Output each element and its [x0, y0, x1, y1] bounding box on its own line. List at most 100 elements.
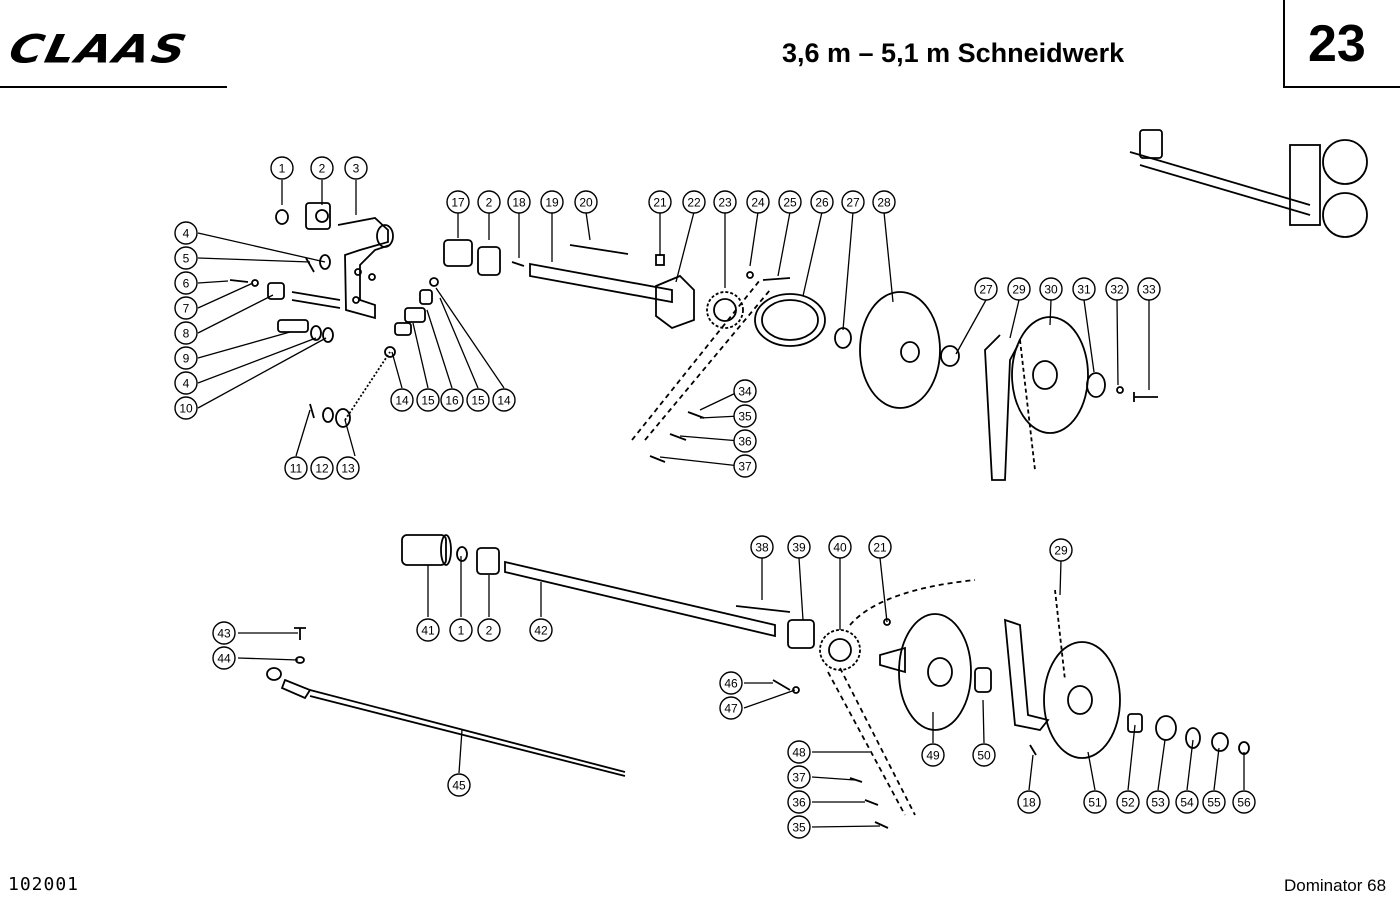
part-3-lever: [337, 217, 391, 320]
part-callout-18: 18: [507, 190, 531, 214]
part-callout-label: 7: [183, 302, 190, 316]
part-callout-17: 17: [446, 190, 470, 214]
part-callout-15: 15: [466, 388, 490, 412]
part-1b-ring: [456, 546, 468, 562]
part-callout-55: 55: [1202, 790, 1226, 814]
part-callout-label: 12: [315, 462, 329, 476]
part-18b-pin: [1029, 744, 1037, 756]
part-callout-35: 35: [787, 815, 811, 839]
part-callout-30: 30: [1039, 277, 1063, 301]
part-callout-14: 14: [492, 388, 516, 412]
part-callout-26: 26: [810, 190, 834, 214]
part-callout-11: 11: [284, 456, 308, 480]
part-callout-50: 50: [972, 743, 996, 767]
part-callout-label: 53: [1151, 796, 1165, 810]
part-callout-label: 37: [738, 460, 752, 474]
part-callout-label: 38: [755, 541, 769, 555]
part-callout-label: 41: [421, 624, 435, 638]
part-callout-label: 17: [451, 196, 465, 210]
part-callout-25: 25: [778, 190, 802, 214]
part-callout-label: 19: [545, 196, 559, 210]
part-callout-label: 14: [497, 394, 511, 408]
part-21b-screw: [883, 618, 891, 626]
part-callout-label: 24: [751, 196, 765, 210]
part-callout-2: 2: [310, 156, 334, 180]
part-31-washer: [1086, 372, 1106, 398]
part-callout-46: 46: [719, 671, 743, 695]
part-callout-label: 36: [792, 796, 806, 810]
part-callout-45: 45: [447, 773, 471, 797]
part-13-rod: [344, 351, 391, 421]
part-callout-15: 15: [416, 388, 440, 412]
part-callout-12: 12: [310, 456, 334, 480]
part-16-pin: [404, 307, 426, 323]
page-number-divider: [1283, 0, 1285, 87]
part-14-nut: [384, 346, 396, 358]
part-callout-37: 37: [733, 454, 757, 478]
part-45-eye: [266, 667, 282, 681]
part-callout-24: 24: [746, 190, 770, 214]
part-callout-label: 9: [183, 352, 190, 366]
part-52-bushing: [1127, 713, 1143, 733]
part-callout-14: 14: [390, 388, 414, 412]
part-18-pin: [511, 261, 525, 267]
part-callout-label: 2: [486, 624, 493, 638]
part-49-disc: [898, 613, 972, 731]
part-54-ring: [1185, 727, 1201, 749]
part-38-key: [735, 605, 791, 613]
part-49-hub: [879, 646, 906, 674]
part-17-housing: [443, 239, 473, 267]
part-callout-36: 36: [787, 790, 811, 814]
part-callout-label: 28: [877, 196, 891, 210]
part-callout-label: 29: [1012, 283, 1026, 297]
part-drawings: [229, 129, 1368, 829]
part-23-sprocket: [706, 291, 744, 329]
part-callout-label: 11: [290, 462, 303, 476]
part-callout-19: 19: [540, 190, 564, 214]
part-callout-label: 52: [1121, 796, 1135, 810]
part-callout-51: 51: [1083, 790, 1107, 814]
part-callout-36: 36: [733, 429, 757, 453]
part-callout-31: 31: [1072, 277, 1096, 301]
part-callout-22: 22: [682, 190, 706, 214]
part-46-bolt: [772, 679, 791, 691]
part-37b-link: [849, 777, 863, 783]
part-callout-label: 34: [738, 385, 752, 399]
part-callout-label: 40: [833, 541, 847, 555]
part-2c-bearing: [476, 547, 500, 575]
part-callout-label: 16: [445, 394, 459, 408]
part-45-rod: [309, 689, 626, 777]
part-53-bearing: [1155, 715, 1177, 741]
part-5-pin: [305, 257, 315, 273]
part-29-belt: [984, 334, 1019, 481]
part-callout-label: 55: [1207, 796, 1221, 810]
part-callout-39: 39: [787, 535, 811, 559]
part-callout-label: 35: [792, 821, 806, 835]
part-callout-label: 37: [792, 771, 806, 785]
chain-upper: [849, 579, 976, 626]
part-45-clevis: [280, 678, 312, 700]
part-callout-label: 43: [217, 627, 231, 641]
part-callout-label: 8: [183, 327, 190, 341]
part-callout-6: 6: [174, 271, 198, 295]
part-20-key: [569, 244, 629, 255]
part-35-link: [687, 411, 705, 419]
part-callout-35: 35: [733, 404, 757, 428]
part-callout-label: 4: [183, 227, 190, 241]
part-callout-38: 38: [750, 535, 774, 559]
part-callout-4: 4: [174, 371, 198, 395]
part-callout-28: 28: [872, 190, 896, 214]
part-24-washer: [746, 271, 754, 279]
part-callout-10: 10: [174, 396, 198, 420]
part-callout-23: 23: [713, 190, 737, 214]
part-44-washer: [295, 656, 305, 664]
part-32-washer: [1116, 386, 1124, 394]
part-callout-label: 14: [395, 394, 409, 408]
part-47-nut: [792, 686, 800, 694]
part-callout-label: 44: [217, 652, 231, 666]
part-36b-link: [864, 799, 879, 806]
part-43-screw: [294, 627, 306, 640]
part-callout-label: 47: [724, 702, 738, 716]
part-callout-2: 2: [477, 618, 501, 642]
